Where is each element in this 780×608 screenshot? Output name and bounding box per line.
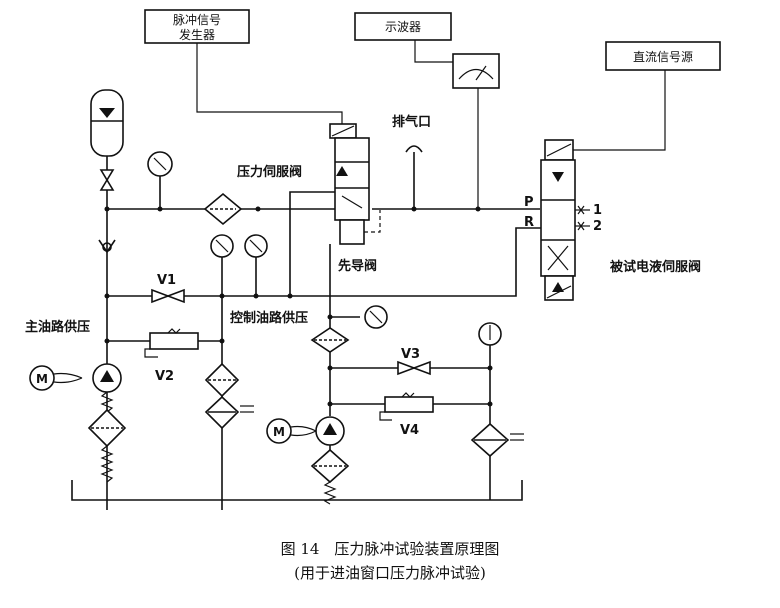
- return-line: [104, 227, 541, 299]
- v2-label: V2: [155, 369, 174, 384]
- port-p-label: P: [524, 195, 534, 210]
- pulse-generator-box: 脉冲信号 发生器: [144, 9, 250, 44]
- tested-valve-ports: [575, 205, 590, 231]
- dc-source-label: 直流信号源: [633, 50, 693, 64]
- valve-v2: [104, 328, 225, 358]
- valve-v4: [379, 392, 490, 421]
- return-line-gauges: [210, 234, 268, 296]
- oscilloscope-label: 示波器: [385, 20, 421, 34]
- pulse-generator-line2: 发生器: [179, 27, 215, 42]
- valve-v1: [151, 288, 185, 304]
- v4-label: V4: [400, 423, 419, 438]
- caption-line2: (用于进油窗口压力脉冲试验): [294, 564, 486, 582]
- tested-servo-valve: [540, 139, 576, 301]
- main-pressure-line: [104, 206, 540, 212]
- port-r-label: R: [524, 215, 534, 230]
- signal-wires: [196, 40, 666, 209]
- pressure-servo-valve: [329, 123, 381, 245]
- main-line-filter: [203, 192, 243, 226]
- port-2-label: 2: [593, 219, 602, 234]
- oscilloscope-box: 示波器: [354, 12, 452, 41]
- motor-left-label: M: [36, 372, 48, 386]
- control-oil-circuit: [310, 305, 493, 416]
- pilot-feed-line: [289, 191, 335, 340]
- dc-source-box: 直流信号源: [605, 41, 721, 71]
- pressure-transducer: [452, 53, 500, 89]
- valve-v3: [397, 360, 431, 376]
- exhaust-port: [405, 145, 423, 209]
- exhaust-port-label: 排气口: [392, 114, 431, 130]
- left-check-valve: [98, 239, 116, 254]
- control-oil-supply-label: 控制油路供压: [230, 310, 308, 326]
- right-branch: [470, 322, 524, 500]
- main-line-gauge: [147, 151, 173, 209]
- main-oil-supply-label: 主油路供压: [25, 319, 90, 335]
- caption-line1: 图 14 压力脉冲试验装置原理图: [280, 540, 500, 558]
- v3-label: V3: [401, 347, 420, 362]
- oil-tank: [71, 480, 523, 501]
- left-pump-unit: M: [29, 363, 127, 483]
- motor-right-label: M: [273, 425, 285, 439]
- pilot-valve-label: 先导阀: [338, 258, 377, 274]
- v1-label: V1: [157, 273, 176, 288]
- control-line-left: [204, 296, 254, 510]
- right-pump-unit: M: [266, 416, 350, 505]
- tested-valve-label: 被试电液伺服阀: [609, 259, 701, 275]
- port-1-label: 1: [593, 203, 602, 218]
- pulse-generator-line1: 脉冲信号: [173, 12, 221, 27]
- pressure-servo-valve-label: 压力伺服阀: [237, 164, 302, 180]
